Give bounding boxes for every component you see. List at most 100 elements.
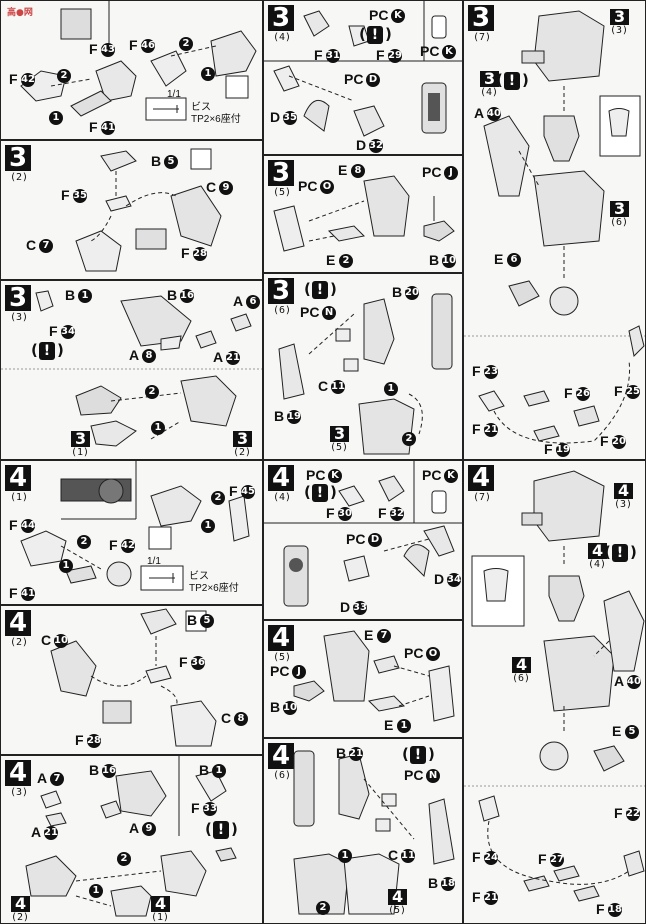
part-label-c11: C (388, 847, 399, 863)
part-badge-pcj: J (444, 166, 458, 180)
part-label-e5: E (612, 723, 622, 739)
warn-bracket-close: ) (385, 25, 392, 43)
step-number: 4 (268, 465, 295, 491)
part-badge-f41: 41 (101, 121, 115, 135)
part-badge-f18: 18 (608, 903, 622, 917)
part-label-f43: F (89, 41, 98, 57)
part-label-b16: B (167, 287, 178, 303)
ref-substep-number: (5) (388, 905, 407, 916)
arrow-step-2b: 2 (179, 37, 193, 51)
illustration-4-3 (25, 756, 237, 917)
part-badge-f46: 46 (141, 39, 155, 53)
part-label-pco: PC (298, 178, 318, 194)
panel-step-4-2: 4 (2) B 5 C 10 F 36 C 8 F 28 (0, 605, 263, 755)
substep-number: (3) (10, 787, 29, 798)
part-label-pcn: PC (300, 304, 320, 320)
arrow-step-1: 1 (49, 111, 63, 125)
part-label-pcj: PC (270, 663, 290, 679)
warn-bracket-open: ( (604, 543, 611, 561)
part-badge-f24: 24 (484, 851, 498, 865)
part-badge-f28: 28 (87, 734, 101, 748)
part-badge-f32: 32 (390, 507, 404, 521)
ref-substep-number: (1) (71, 447, 90, 458)
part-badge-a6: 6 (246, 295, 260, 309)
ref-substep-number-4: (4) (588, 559, 607, 570)
part-badge-a40: 40 (487, 107, 501, 121)
part-badge-f21: 21 (484, 423, 498, 437)
arrow-step-2: 2 (145, 385, 159, 399)
part-badge-d32: 32 (369, 139, 383, 153)
substep-number: (4) (273, 32, 292, 43)
panel-step-3-7: 3 (7) A 40 E 6 F 23 F (463, 0, 646, 460)
part-label-c10: C (41, 632, 52, 648)
part-label-f27: F (538, 851, 547, 867)
part-badge-f42: 42 (21, 73, 35, 87)
part-badge-b21: 21 (349, 747, 363, 761)
arrow-step-2: 2 (77, 535, 91, 549)
panel-step-4-1: 4 (1) F 45 F 44 F 42 F 41 2 1 2 1 ビス TP (0, 460, 263, 605)
part-label-pcd: PC (346, 531, 366, 547)
warning-icon: ! (410, 746, 426, 764)
ref-step-number: 3 (330, 426, 350, 442)
arrow-step-2: 2 (117, 852, 131, 866)
part-badge-f29: 29 (388, 49, 402, 63)
part-label-f26: F (564, 385, 573, 401)
part-label-d34: D (434, 571, 445, 587)
arrow-step-1b: 1 (201, 67, 215, 81)
part-label-a21: A (213, 349, 224, 365)
part-badge-c10: 10 (54, 634, 68, 648)
part-badge-c9: 9 (219, 181, 233, 195)
part-label-c9: C (206, 179, 217, 195)
part-badge-f41: 41 (21, 587, 35, 601)
part-label-b: B (151, 153, 162, 169)
ref-step-number-6: 3 (610, 201, 630, 217)
arrow-step-1b: 1 (201, 519, 215, 533)
part-label-d35: D (270, 109, 281, 125)
part-badge-e8: 8 (351, 164, 365, 178)
step-number: 3 (5, 285, 32, 311)
part-badge-d33: 33 (353, 601, 367, 615)
substep-number: (5) (273, 652, 292, 663)
part-badge-a8: 8 (142, 349, 156, 363)
part-badge-b20: 20 (405, 286, 419, 300)
part-label-f35: F (61, 187, 70, 203)
illustration-3-4 (264, 1, 462, 137)
part-badge-a21: 21 (226, 351, 240, 365)
illustration-3-6 (278, 293, 453, 455)
part-badge-a21: 21 (44, 826, 58, 840)
arrow-step-1: 1 (59, 559, 73, 573)
step-number: 3 (5, 145, 32, 171)
warn-bracket-open: ( (304, 280, 311, 298)
part-label-pcd: PC (344, 71, 364, 87)
part-badge-c8: 8 (234, 712, 248, 726)
screw-label: ビス (189, 571, 209, 582)
step-number: 3 (268, 160, 295, 186)
step-number: 4 (268, 625, 295, 651)
part-badge-pcn: N (322, 306, 336, 320)
part-badge-c7: 7 (39, 239, 53, 253)
part-label-f19: F (544, 441, 553, 457)
panel-step-4-5: 4 (5) E 7 PC O PC J B 10 E 1 (263, 620, 463, 738)
part-label-b16: B (89, 762, 100, 778)
ref-substep-number-6: (6) (610, 217, 629, 228)
illustration-4-2 (50, 608, 217, 747)
part-badge-f30: 30 (338, 507, 352, 521)
part-badge-d34: 34 (447, 573, 461, 587)
part-badge-e5: 5 (625, 725, 639, 739)
part-badge-a7: 7 (50, 772, 64, 786)
part-label-e2: E (326, 252, 336, 268)
part-label-d33: D (340, 599, 351, 615)
part-badge-d35: 35 (283, 111, 297, 125)
warn-bracket-close: ) (330, 280, 337, 298)
part-badge-a9: 9 (142, 822, 156, 836)
part-badge-pco: O (426, 647, 440, 661)
part-badge-f20: 20 (612, 435, 626, 449)
part-label-b10: B (270, 699, 281, 715)
ref-step-number-4: 4 (588, 543, 608, 559)
step-number: 4 (5, 760, 32, 786)
part-badge-b16: 16 (180, 289, 194, 303)
step-number: 4 (5, 465, 32, 491)
screw-ratio: 1/1 (167, 89, 181, 100)
part-label-b18: B (428, 875, 439, 891)
